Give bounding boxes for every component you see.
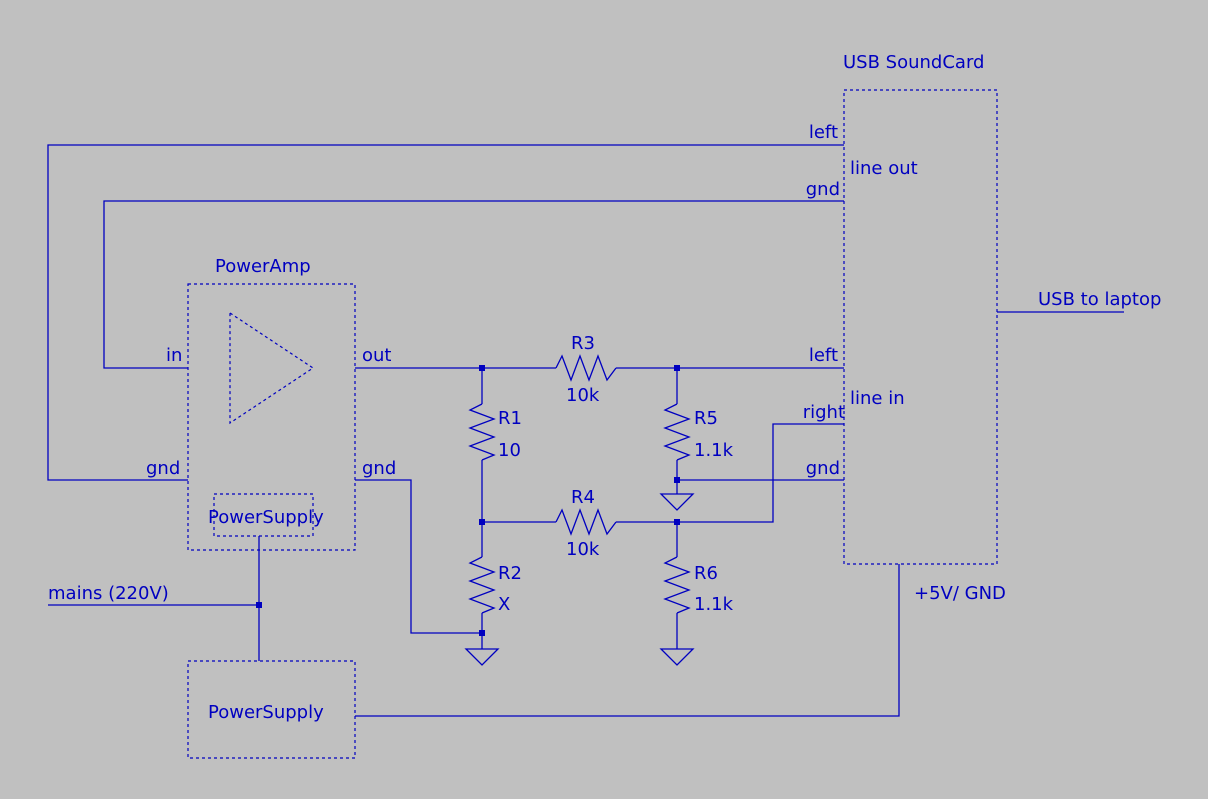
poweramp-in-label: in (166, 345, 182, 366)
resistor-r6 (663, 556, 691, 614)
r6-value: 1.1k (694, 594, 734, 615)
port-in-left: left (809, 345, 838, 366)
wire-lineout-left (47, 144, 844, 481)
wire-linein-right (616, 423, 844, 523)
port-out-left: left (809, 122, 838, 143)
poweramp-supply-box (213, 493, 314, 537)
port-in-gnd: gnd (806, 458, 840, 479)
five-volt-label: +5V/ GND (914, 583, 1006, 604)
r3-value: 10k (566, 385, 600, 406)
r1-ref: R1 (498, 408, 522, 429)
ground-icon (659, 648, 695, 666)
junction-dot (256, 602, 262, 608)
mains-label: mains (220V) (48, 583, 169, 604)
r1-value: 10 (498, 440, 521, 461)
r5-value: 1.1k (694, 440, 734, 461)
amplifier-symbol (229, 311, 315, 425)
soundcard-line-in-label: line in (850, 388, 905, 409)
resistor-r1 (468, 403, 496, 461)
poweramp-box (187, 283, 356, 551)
resistor-r2 (468, 556, 496, 614)
r6-ref: R6 (694, 563, 718, 584)
r2-ref: R2 (498, 563, 522, 584)
poweramp-out-label: out (362, 345, 391, 366)
usb-soundcard-box (843, 89, 998, 565)
r4-ref: R4 (571, 487, 595, 508)
ground-icon (659, 493, 695, 511)
poweramp-gnd-left-label: gnd (146, 458, 180, 479)
port-in-right: right (803, 402, 845, 423)
resistor-r4 (555, 508, 617, 536)
junction-dot (674, 365, 680, 371)
poweramp-gnd-right-label: gnd (362, 458, 396, 479)
junction-dot (674, 477, 680, 483)
r3-ref: R3 (571, 333, 595, 354)
soundcard-title: USB SoundCard (843, 52, 984, 73)
wire-5v (355, 564, 900, 717)
poweramp-title: PowerAmp (215, 256, 311, 277)
junction-dot (479, 630, 485, 636)
usb-to-laptop-label: USB to laptop (1038, 289, 1161, 310)
soundcard-line-out-label: line out (850, 158, 918, 179)
port-out-gnd: gnd (806, 179, 840, 200)
powersupply-title: PowerSupply (208, 702, 324, 723)
junction-dot (479, 519, 485, 525)
resistor-r5 (663, 403, 691, 461)
junction-dot (479, 365, 485, 371)
poweramp-supply-label: PowerSupply (208, 507, 324, 528)
wire-lineout-gnd (103, 200, 844, 369)
ground-icon (464, 648, 500, 666)
r4-value: 10k (566, 539, 600, 560)
r5-ref: R5 (694, 408, 718, 429)
junction-dot (674, 519, 680, 525)
r2-value: X (498, 594, 510, 615)
resistor-r3 (555, 354, 617, 382)
wire-amp-gnd (355, 479, 482, 634)
